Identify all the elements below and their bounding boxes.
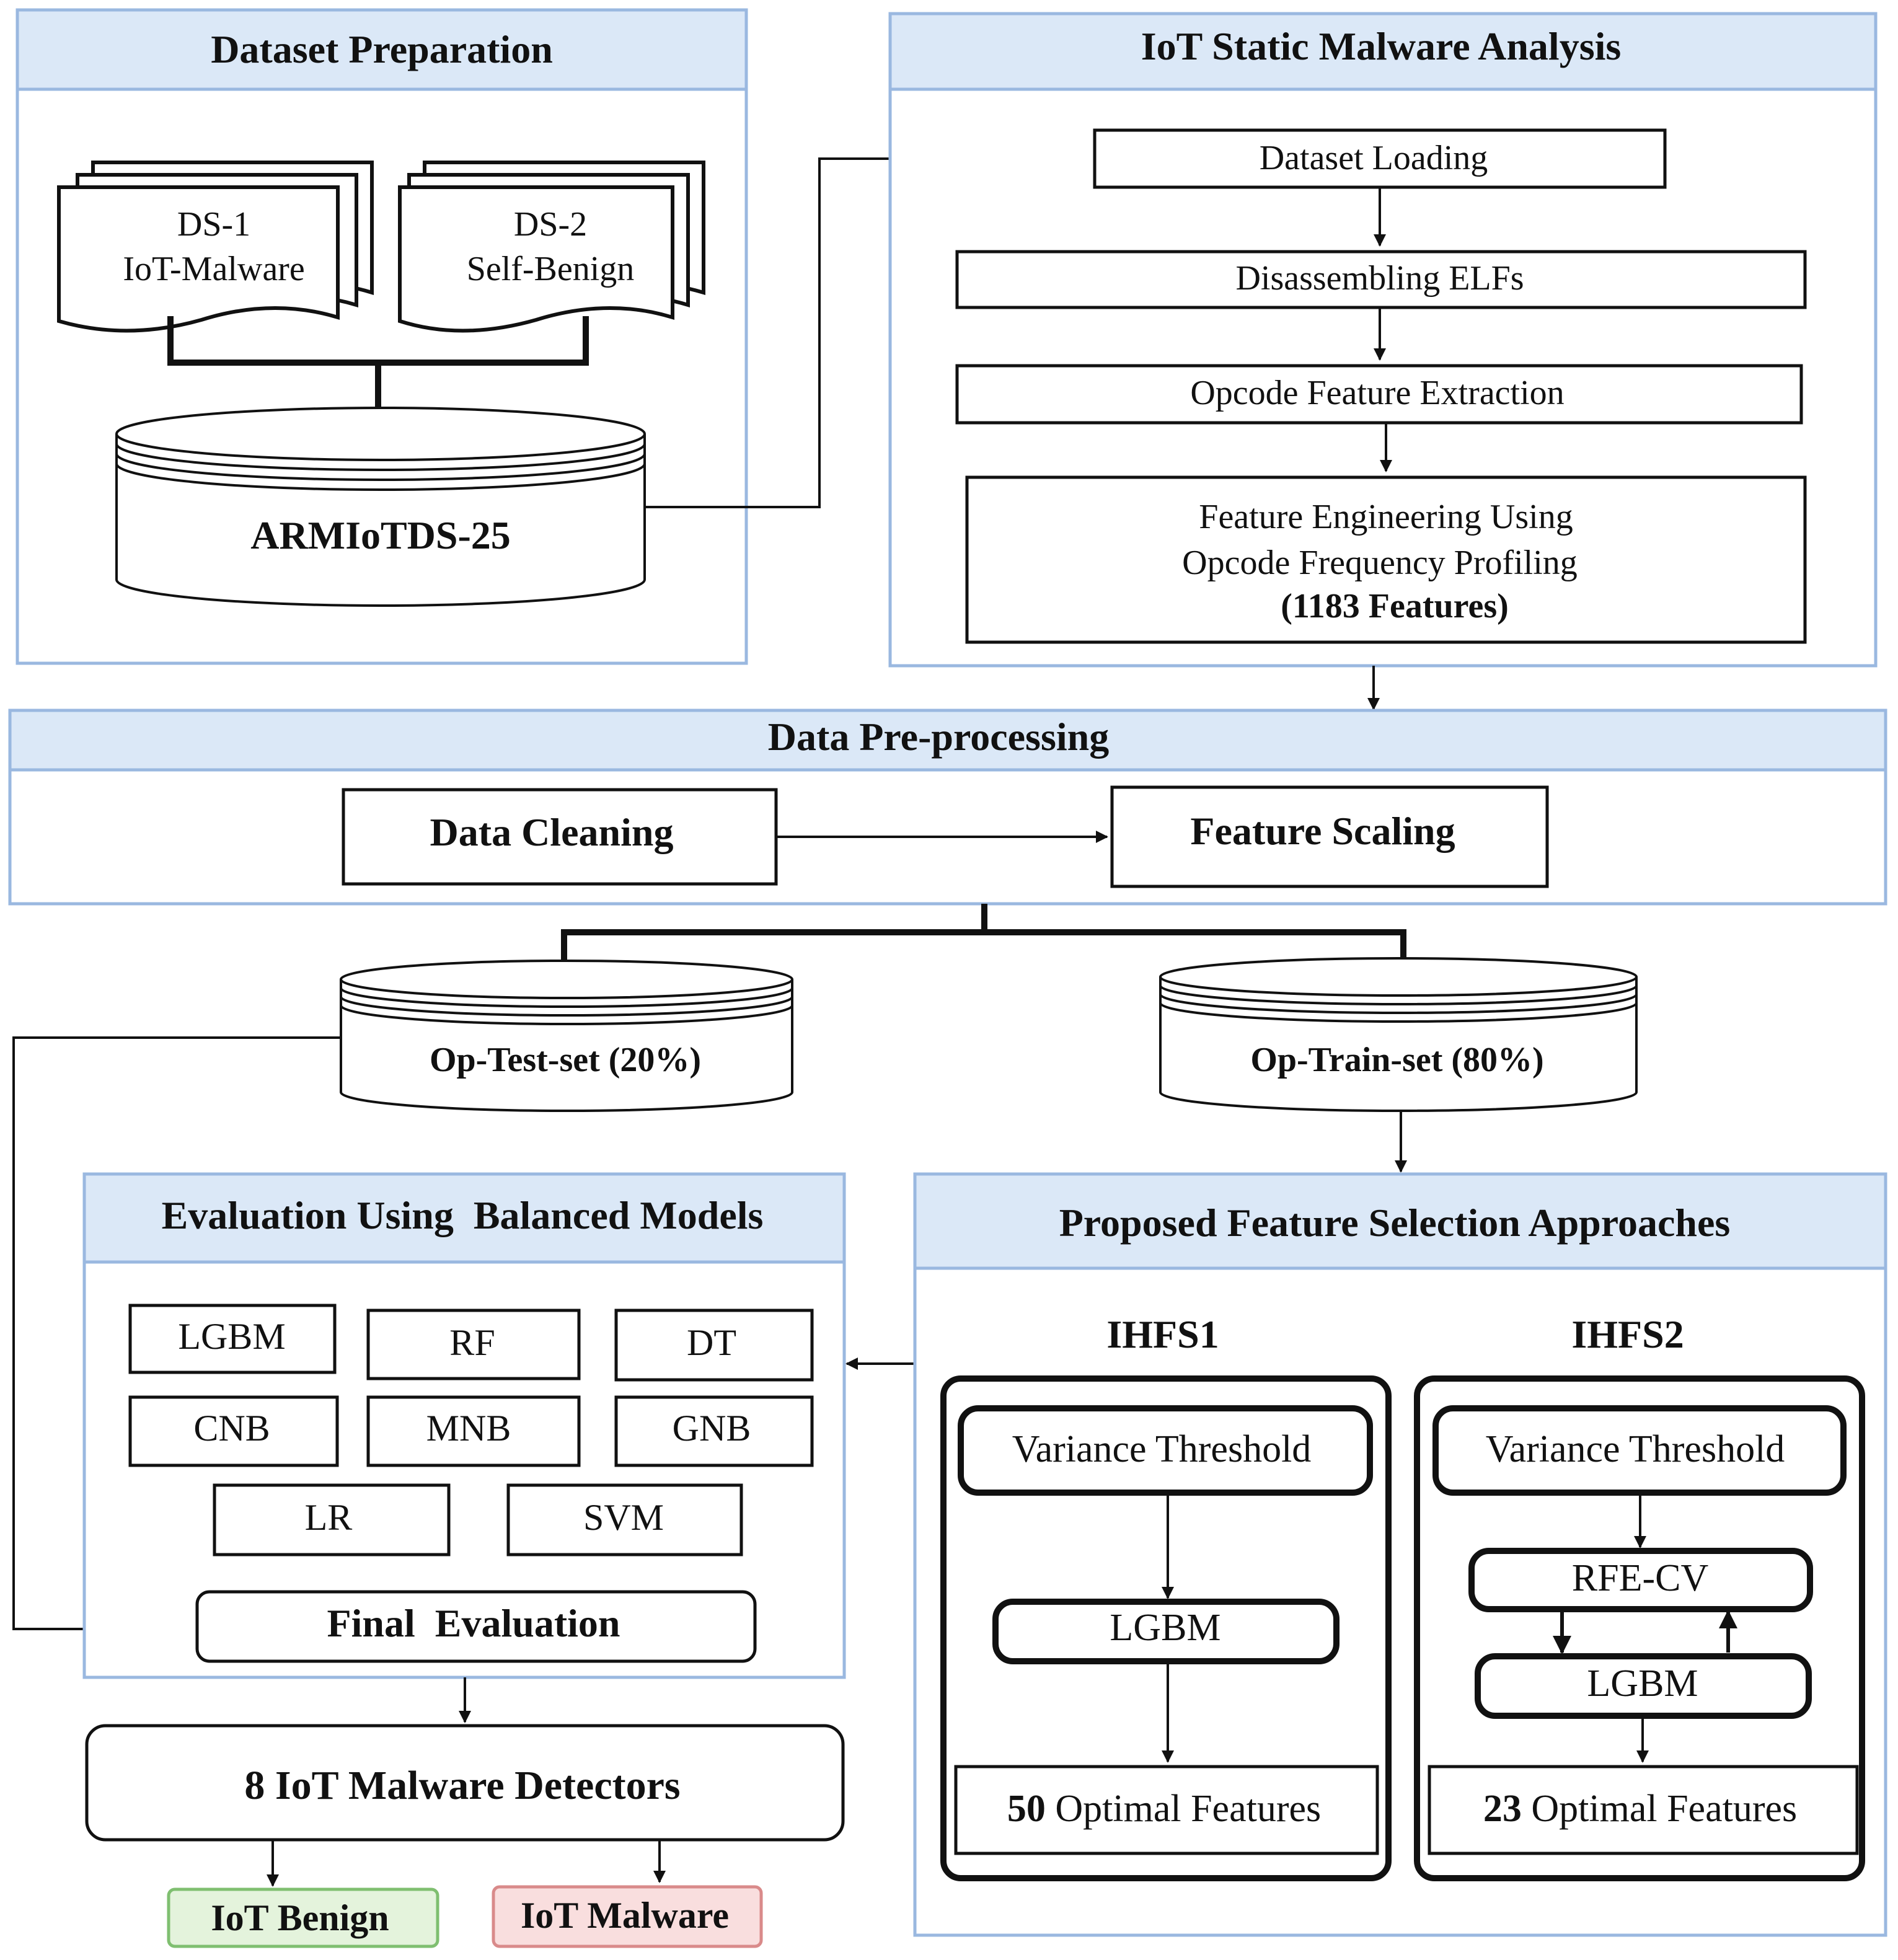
model-box-lgbm: [128, 1304, 337, 1374]
ihfs2-result-box: [1428, 1765, 1859, 1855]
ihfs1-title: IHFS1: [1106, 1312, 1219, 1356]
test-set-database-icon: [340, 960, 793, 1112]
detectors-box: [85, 1724, 845, 1842]
ds2-label-line1: DS-2: [514, 205, 587, 244]
ihfs2-result-count: 23: [1483, 1788, 1522, 1830]
evaluation-panel: Evaluation Using Balanced Models LGBM RF…: [82, 1172, 846, 1679]
model-box-lr: [213, 1483, 451, 1556]
ihfs1-lgbm-label: LGBM: [1110, 1607, 1220, 1649]
static-analysis-panel: IoT Static Malware Analysis Dataset Load…: [888, 12, 1878, 668]
extraction-label: Opcode Feature Extraction: [1190, 374, 1564, 412]
benign-output-badge: [167, 1887, 439, 1948]
disassembling-label: Disassembling ELFs: [1235, 259, 1524, 298]
train-set-database-icon: [1159, 957, 1638, 1112]
final-evaluation-box: [195, 1590, 757, 1663]
preprocessing-panel: Data Pre-processing Data Cleaning Featur…: [8, 709, 1887, 906]
ihfs2-lgbm-label: LGBM: [1587, 1662, 1698, 1705]
train-set-label: Op-Train-set (80%): [1250, 1041, 1543, 1079]
static-analysis-title: IoT Static Malware Analysis: [1141, 24, 1622, 68]
feature-engineering-box: [965, 475, 1807, 644]
documents-to-database-connector: [167, 316, 589, 412]
ihfs1-variance-box: [958, 1405, 1373, 1496]
ihfs2-result-text: 23 Optimal Features: [1483, 1788, 1797, 1830]
feature-scaling-box: [1110, 785, 1549, 888]
disassembling-box: [955, 250, 1807, 309]
ihfs1-result-count: 50: [1007, 1788, 1046, 1830]
model-box-svm: [506, 1483, 743, 1556]
test-set-label: Op-Test-set (20%): [430, 1041, 701, 1079]
feature-engineering-line1: Feature Engineering Using: [1199, 498, 1573, 536]
dataset-preparation-panel: Dataset Preparation DS-1 IoT-Malware DS-…: [15, 8, 748, 665]
ds1-label-line2: IoT-Malware: [123, 250, 304, 288]
malware-output-label: IoT Malware: [521, 1895, 729, 1936]
split-connector: [561, 904, 1406, 962]
model-label-cnb: CNB: [193, 1408, 270, 1449]
dataset-preparation-title: Dataset Preparation: [211, 27, 553, 71]
model-box-mnb: [366, 1395, 581, 1467]
database-label: ARMIoTDS-25: [250, 513, 511, 557]
feature-selection-title: Proposed Feature Selection Approaches: [1059, 1201, 1731, 1245]
model-label-lr: LR: [305, 1497, 353, 1538]
preprocessing-title: Data Pre-processing: [768, 715, 1109, 759]
ihfs1-variance-label: Variance Threshold: [1012, 1428, 1312, 1470]
feature-engineering-line3: (1183 Features): [1281, 587, 1509, 625]
dataset-loading-label: Dataset Loading: [1260, 139, 1488, 177]
ihfs2-rfecv-label: RFE-CV: [1572, 1557, 1709, 1599]
ihfs1-result-box: [954, 1765, 1379, 1855]
ihfs1-result-label: Optimal Features: [1046, 1788, 1321, 1830]
feature-engineering-line2: Opcode Frequency Profiling: [1182, 544, 1578, 582]
ds2-document-stack: [398, 161, 705, 333]
armiotds-database-icon: [115, 407, 646, 607]
benign-output-label: IoT Benign: [211, 1897, 389, 1938]
malware-output-badge: [492, 1885, 763, 1948]
data-cleaning-box: [342, 788, 778, 886]
ihfs2-title: IHFS2: [1571, 1312, 1684, 1356]
feature-scaling-label: Feature Scaling: [1190, 809, 1455, 853]
model-label-rf: RF: [449, 1322, 495, 1363]
model-label-svm: SVM: [583, 1497, 664, 1538]
ihfs2-result-label: Optimal Features: [1522, 1788, 1797, 1830]
data-cleaning-label: Data Cleaning: [430, 810, 674, 854]
model-box-gnb: [614, 1395, 814, 1467]
model-box-cnb: [128, 1395, 339, 1467]
ds1-label-line1: DS-1: [177, 205, 250, 244]
model-label-gnb: GNB: [673, 1408, 751, 1449]
ihfs2-container: [1414, 1375, 1865, 1881]
ihfs2-rfecv-box: [1468, 1548, 1813, 1612]
model-box-rf: [366, 1309, 581, 1380]
model-label-dt: DT: [687, 1322, 736, 1363]
model-box-dt: [614, 1309, 814, 1382]
model-label-mnb: MNB: [426, 1408, 511, 1449]
evaluation-title: Evaluation Using Balanced Models: [162, 1193, 764, 1237]
model-label-lgbm: LGBM: [178, 1316, 285, 1357]
ds2-label-line2: Self-Benign: [467, 250, 635, 288]
final-evaluation-label: Final Evaluation: [327, 1601, 620, 1645]
ds1-document-stack: [57, 161, 374, 333]
feature-selection-panel: Proposed Feature Selection Approaches IH…: [913, 1172, 1887, 1937]
ihfs1-lgbm-box: [992, 1599, 1340, 1664]
ihfs1-result-text: 50 Optimal Features: [1007, 1788, 1321, 1830]
extraction-box: [955, 364, 1803, 425]
ihfs2-variance-label: Variance Threshold: [1486, 1428, 1785, 1470]
detectors-label: 8 IoT Malware Detectors: [244, 1763, 680, 1808]
